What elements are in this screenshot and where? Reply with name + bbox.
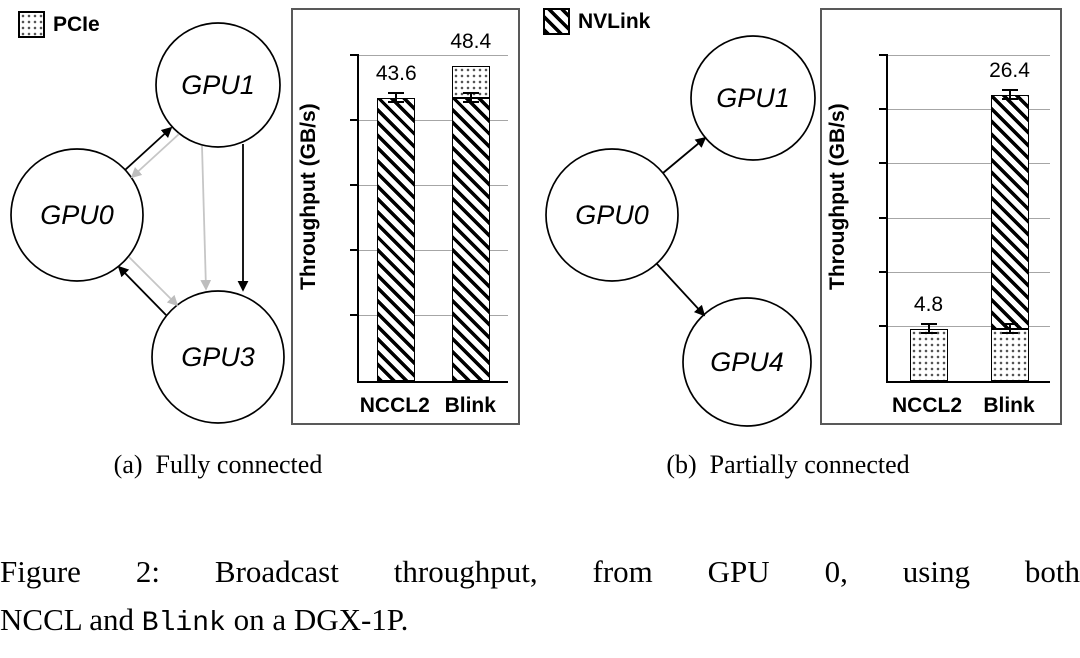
x-axis-label: Blink <box>444 394 496 417</box>
gpu4-node <box>682 297 812 427</box>
gridline <box>888 163 1050 165</box>
bar-segment-pcie <box>909 329 948 381</box>
gpu0-label: GPU0 <box>575 200 649 230</box>
bar-segment-nvlink <box>451 98 490 381</box>
legend-nvlink-label: NVLink <box>578 9 651 33</box>
legend-nvlink: NVLink <box>543 8 650 35</box>
legend-pcie-label: PCIe <box>53 12 100 36</box>
bars-container: 4.8 26.4 <box>888 56 1050 381</box>
throughput-chart-fully-connected: Throughput (GB/s) 43.6 48.4 NCCL2 Blink <box>291 8 520 425</box>
error-bar <box>462 92 479 104</box>
error-bar <box>388 91 405 103</box>
bars-container: 43.6 48.4 <box>359 30 508 381</box>
error-bar <box>920 323 937 334</box>
figure-caption-line2: NCCL and Blink on a DGX-1P. <box>0 596 1080 648</box>
bar-blink: 48.4 <box>450 30 491 381</box>
y-axis-tick <box>879 270 888 273</box>
topology-diagram-partially-connected: GPU1 GPU0 GPU4 <box>545 35 816 427</box>
arrow-gpu0-to-gpu1 <box>662 136 707 174</box>
y-axis-tick <box>879 54 888 56</box>
gridline <box>359 120 508 121</box>
plot-area: 4.8 26.4 <box>879 54 1050 383</box>
gpu3-label: GPU3 <box>181 342 255 372</box>
figure-caption: Figure 2: Broadcast throughput, from GPU… <box>0 548 1080 648</box>
nvlink-pattern-swatch <box>543 8 570 35</box>
pcie-pattern-swatch <box>18 11 45 38</box>
gridline <box>359 250 508 251</box>
y-axis-tick <box>879 216 888 219</box>
caption-text-nccl: NCCL and <box>0 602 142 637</box>
gridline <box>888 217 1050 219</box>
bar-blink: 26.4 <box>989 56 1030 381</box>
arrow-gpu0-to-gpu3-alt <box>128 256 179 307</box>
arrow-gpu1-to-gpu3-alt <box>200 145 212 291</box>
x-axis-label: Blink <box>983 394 1035 417</box>
error-bar <box>1001 323 1018 334</box>
y-axis-tick <box>879 108 888 111</box>
y-axis-tick <box>350 54 359 56</box>
gpu1-label: GPU1 <box>716 83 790 113</box>
y-axis-tick <box>350 249 359 251</box>
throughput-chart-partially-connected: Throughput (GB/s) 4.8 26.4 NCCL2 Blink <box>820 8 1062 425</box>
y-axis-tick <box>879 324 888 327</box>
subcaption-b: (b) Partially connected <box>666 450 910 479</box>
gridline <box>359 315 508 316</box>
y-axis-tick <box>350 119 359 121</box>
gridline <box>888 271 1050 273</box>
y-axis-tick <box>350 184 359 186</box>
plot-area: 43.6 48.4 <box>350 30 508 383</box>
arrow-gpu0-to-gpu1 <box>124 126 173 171</box>
gpu1-node <box>155 22 281 148</box>
figure-caption-line1: Figure 2: Broadcast throughput, from GPU… <box>0 554 1080 589</box>
gridline <box>359 185 508 186</box>
bar-value-label: 48.4 <box>450 30 492 54</box>
subcaption-a: (a) Fully connected <box>113 450 323 479</box>
legend-pcie: PCIe <box>18 11 100 38</box>
y-axis-label: Throughput (GB/s) <box>297 103 320 290</box>
gpu1-node <box>690 35 816 161</box>
x-labels: NCCL2 Blink <box>357 394 508 418</box>
bar-segment-pcie <box>990 329 1029 381</box>
gridline <box>888 109 1050 111</box>
x-axis-label: NCCL2 <box>892 394 963 417</box>
bar-value-label: 43.6 <box>375 61 417 85</box>
gridline <box>888 325 1050 327</box>
y-axis-tick <box>350 314 359 316</box>
gpu0-label: GPU0 <box>40 200 114 230</box>
arrow-gpu3-to-gpu0 <box>117 265 167 316</box>
arrow-gpu1-to-gpu0-alt <box>130 133 180 179</box>
y-axis-label: Throughput (GB/s) <box>826 103 849 290</box>
bar-segment-nvlink <box>377 97 416 381</box>
bar-value-label: 4.8 <box>913 293 944 316</box>
y-axis-tick <box>879 162 888 165</box>
bar-nccl2: 43.6 <box>375 56 417 381</box>
bar-segment-nvlink <box>990 95 1029 329</box>
arrow-gpu0-to-gpu4 <box>656 263 706 317</box>
gpu1-label: GPU1 <box>181 70 255 100</box>
gpu0-node <box>545 148 679 282</box>
error-bar <box>1001 89 1018 100</box>
x-axis-label: NCCL2 <box>359 394 430 417</box>
gridline <box>888 55 1050 56</box>
gpu4-label: GPU4 <box>710 347 784 377</box>
gridline <box>359 55 508 56</box>
bar-value-label: 26.4 <box>989 59 1030 82</box>
topology-diagram-fully-connected: GPU1 GPU0 GPU3 <box>10 22 285 424</box>
gpu0-node <box>10 148 144 282</box>
caption-code-blink: Blink <box>141 608 226 639</box>
gpu3-node <box>151 290 285 424</box>
x-labels: NCCL2 Blink <box>886 394 1050 418</box>
caption-text-dgx: on a DGX-1P. <box>225 602 409 637</box>
bar-nccl2: 4.8 <box>909 56 948 381</box>
